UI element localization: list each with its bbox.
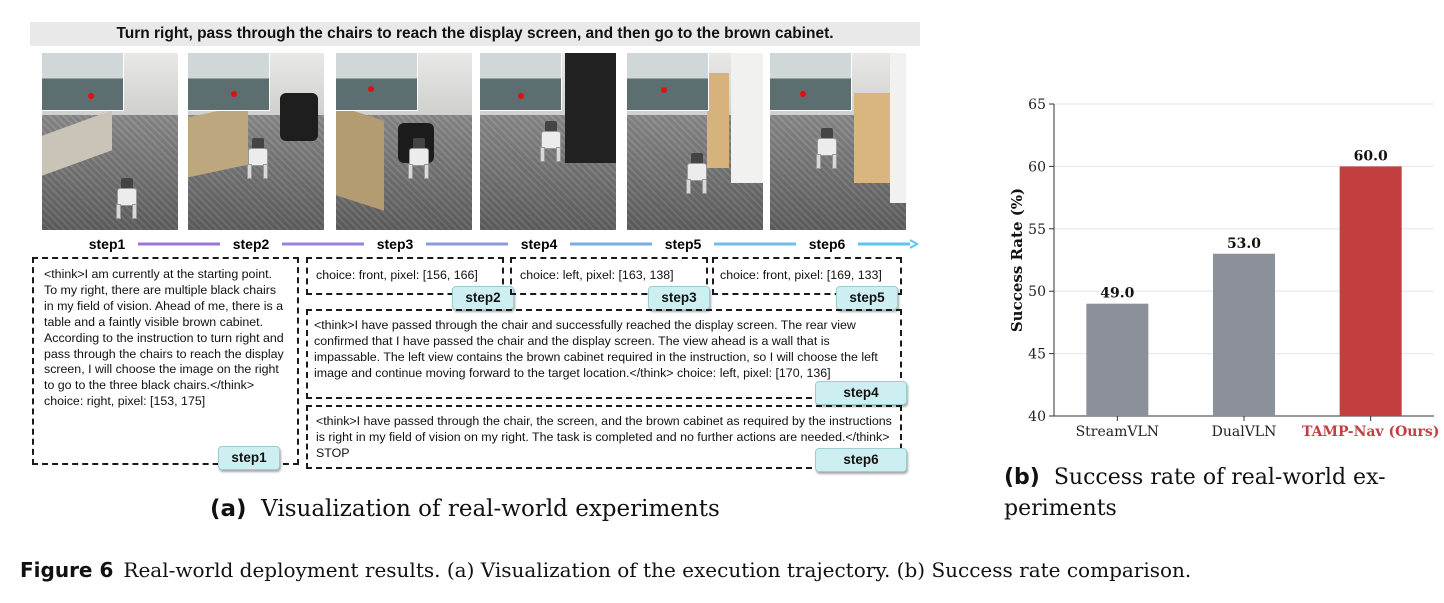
timeline-step-1: step1 — [89, 236, 126, 252]
bar-0 — [1086, 303, 1149, 416]
y-tick-label-1: 45 — [1028, 347, 1046, 363]
x-tick-label-2: TAMP-Nav (Ours) — [1302, 424, 1439, 440]
y-tick-label-2: 50 — [1028, 284, 1046, 300]
caption-b-label: (b) — [1004, 465, 1040, 490]
caption-a: (a) Visualization of real-world experime… — [210, 496, 720, 522]
caption-b-line2: periments — [1004, 496, 1117, 521]
choice-text-step1: choice: right, pixel: [153, 175] — [44, 394, 206, 409]
caption-a-label: (a) — [210, 496, 247, 522]
choice-box-step5: choice: front, pixel: [169, 133] — [712, 257, 902, 295]
timeline-step-4: step4 — [521, 236, 558, 252]
choice-box-step3: choice: left, pixel: [163, 138] — [510, 257, 708, 295]
instruction-banner: Turn right, pass through the chairs to r… — [30, 22, 920, 46]
figure-label: Figure 6 — [20, 558, 114, 582]
tag-step4: step4 — [815, 381, 907, 405]
reasoning-box-step1: <think>I am currently at the starting po… — [32, 257, 299, 465]
tag-step6: step6 — [815, 448, 907, 472]
tag-step3: step3 — [648, 286, 710, 310]
timeline-step-2: step2 — [233, 236, 270, 252]
x-tick-label-1: DualVLN — [1212, 424, 1277, 440]
x-tick-label-0: StreamVLN — [1076, 424, 1159, 440]
trajectory-frame-4 — [480, 53, 616, 230]
reasoning-text-step4: <think>I have passed through the chair a… — [314, 318, 878, 380]
bar-value-label-0: 49.0 — [1100, 286, 1134, 302]
y-tick-label-5: 65 — [1028, 97, 1046, 113]
trajectory-frame-5 — [627, 53, 763, 230]
trajectory-frame-3 — [336, 53, 472, 230]
timeline-step-6: step6 — [809, 236, 846, 252]
tag-step5: step5 — [836, 286, 898, 310]
trajectory-frame-1 — [42, 53, 178, 230]
choice-text-step2: choice: front, pixel: [156, 166] — [316, 268, 478, 282]
choice-box-step2: choice: front, pixel: [156, 166] — [306, 257, 504, 295]
bar-2 — [1339, 166, 1402, 416]
bar-value-label-2: 60.0 — [1354, 148, 1388, 164]
tag-step2: step2 — [452, 286, 514, 310]
reasoning-box-step4: <think>I have passed through the chair a… — [306, 309, 902, 399]
bar-1 — [1213, 253, 1275, 416]
y-tick-label-4: 60 — [1028, 159, 1046, 175]
trajectory-frame-6 — [770, 53, 906, 230]
y-tick-label-3: 55 — [1028, 222, 1046, 238]
bar-value-label-1: 53.0 — [1227, 236, 1261, 252]
caption-b: (b) Success rate of real-world ex- perim… — [1004, 462, 1434, 524]
tag-step1: step1 — [218, 446, 280, 470]
trajectory-frame-2 — [188, 53, 324, 230]
caption-a-text: Visualization of real-world experiments — [261, 496, 720, 522]
choice-text-step5: choice: front, pixel: [169, 133] — [720, 268, 882, 282]
figure-caption-text: Real-world deployment results. (a) Visua… — [123, 558, 1192, 582]
reasoning-text-step6: <think>I have passed through the chair, … — [316, 414, 892, 460]
reasoning-box-step6: <think>I have passed through the chair, … — [306, 405, 902, 469]
timeline-step-3: step3 — [377, 236, 414, 252]
timeline-step-5: step5 — [665, 236, 702, 252]
reasoning-text-step1: <think>I am currently at the starting po… — [44, 267, 284, 393]
y-axis-label: Success Rate (%) — [1008, 188, 1026, 332]
figure-caption: Figure 6 Real-world deployment results. (… — [20, 558, 1191, 582]
caption-b-line1: Success rate of real-world ex- — [1053, 465, 1386, 490]
step-timeline: step1 step2 step3 step4 step5 step6 — [30, 236, 920, 252]
y-tick-label-0: 40 — [1028, 409, 1046, 425]
choice-text-step3: choice: left, pixel: [163, 138] — [520, 268, 674, 282]
